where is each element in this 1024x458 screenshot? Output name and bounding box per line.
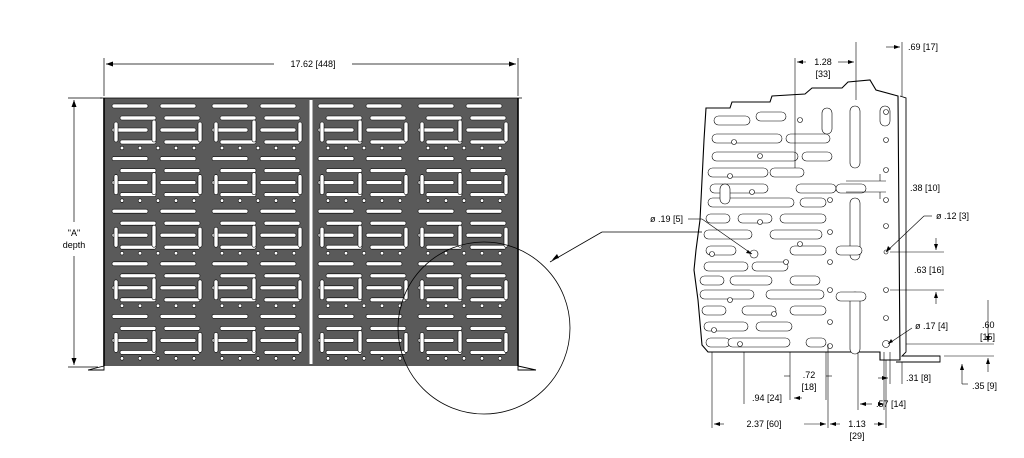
left-span-dimension: 2.37 [60] (711, 344, 829, 429)
slot-spacing-line1: .72 (803, 370, 816, 380)
flange-offset-label: .35 [9] (972, 381, 997, 391)
overall-width-dimension: 17.62 [448] (103, 58, 519, 96)
slot-pitch-dimension: .94 [24] (743, 352, 802, 404)
left-hole-diameter-label: ø .19 [5] (650, 214, 683, 224)
panel-perforations (111, 103, 509, 361)
slot-height-label: .38 [10] (910, 183, 940, 193)
right-hole-diameter-callout: ø .12 [3] (885, 211, 969, 253)
detail-perforations (699, 105, 891, 355)
center-span-line1: 1.13 (848, 419, 866, 429)
panel-view: 17.62 [448] "A" depth (63, 58, 702, 415)
right-hole-pitch-dimension: .63 [16] (890, 238, 944, 304)
bottom-hole-height-line1: .60 (982, 320, 995, 330)
detail-view: 1.28 [33] .69 [17] .38 [10] ø .19 [5] (650, 42, 997, 441)
center-span-line2: [29] (849, 431, 864, 441)
slot-spacing-dimension: .72 [18] (784, 352, 832, 400)
top-edge-offset-dimension: .69 [17] (886, 42, 938, 96)
top-slot-width-dimension: 1.28 [33] (794, 42, 857, 168)
top-slot-width-line2: [33] (815, 69, 830, 79)
slot-pitch-label: .94 [24] (752, 393, 782, 403)
flange-offset-dimension: .35 [9] (960, 364, 997, 391)
top-edge-offset-label: .69 [17] (908, 42, 938, 52)
slot-height-dimension: .38 [10] (846, 174, 940, 199)
flange-height-dimension: .31 [8] (878, 352, 931, 384)
right-hole-pitch-label: .63 [16] (914, 265, 944, 275)
top-slot-width-line1: 1.28 (814, 57, 832, 67)
slot-spacing-line2: [18] (801, 382, 816, 392)
flange-height-label: .31 [8] (906, 373, 931, 383)
detail-callout (397, 231, 702, 415)
bottom-hole-diameter-label: ø .17 [4] (915, 321, 948, 331)
bottom-hole-diameter-callout: ø .17 [4] (887, 321, 948, 345)
overall-width-label: 17.62 [448] (290, 59, 335, 69)
depth-label-line1: "A" (68, 228, 80, 238)
right-hole-diameter-label: ø .12 [3] (936, 211, 969, 221)
center-span-dimension: 1.13 [29] (830, 360, 887, 441)
depth-dimension: "A" depth (63, 97, 102, 368)
left-span-label: 2.37 [60] (746, 419, 781, 429)
bottom-hole-height-dimension: .60 [15] (906, 300, 995, 372)
edge-offset-bottom-label: .57 [14] (876, 399, 906, 409)
bottom-hole-height-line2: [15] (980, 332, 995, 342)
depth-label-line2: depth (63, 240, 86, 250)
left-hole-diameter-callout: ø .19 [5] (650, 214, 753, 255)
detail-panel (693, 79, 941, 363)
edge-offset-bottom-dimension: .57 [14] (857, 352, 906, 410)
perforated-panel (87, 97, 537, 371)
